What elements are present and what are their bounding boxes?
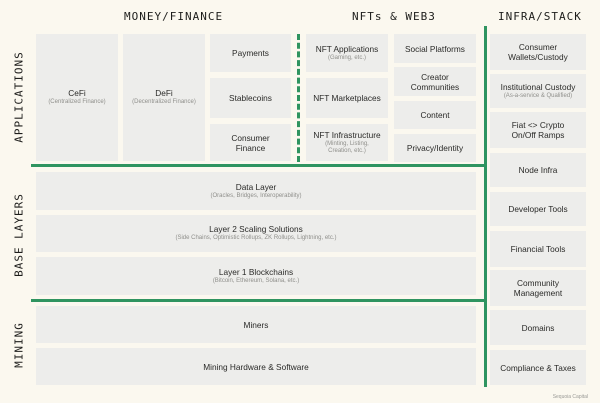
credit-text: Sequoia Capital xyxy=(552,394,588,400)
column-header-infra-stack: INFRA/STACK xyxy=(498,10,582,23)
defi-subtitle: (Decentralized Finance) xyxy=(132,99,196,106)
defi-box: DeFi (Decentralized Finance) xyxy=(123,34,205,161)
nft-marketplaces-box: NFT Marketplaces xyxy=(306,78,388,118)
developer-tools-label: Developer Tools xyxy=(508,204,568,214)
compliance-taxes-label: Compliance & Taxes xyxy=(500,362,576,373)
fiat-ramps-box: Fiat <> Crypto On/Off Ramps xyxy=(490,112,586,148)
content-box: Content xyxy=(394,101,476,129)
layer1-box: Layer 1 Blockchains (Bitcoin, Ethereum, … xyxy=(36,257,476,295)
miners-box: Miners xyxy=(36,306,476,343)
column-header-money-finance: MONEY/FINANCE xyxy=(124,10,224,23)
community-management-label: Community Management xyxy=(513,278,563,298)
stablecoins-box: Stablecoins xyxy=(210,78,291,118)
content-label: Content xyxy=(420,110,450,120)
developer-tools-box: Developer Tools xyxy=(490,192,586,226)
base-layers-divider xyxy=(31,299,485,302)
cefi-title: CeFi xyxy=(68,88,86,99)
nft-infrastructure-subtitle: (Minting, Listing, Creation, etc.) xyxy=(325,140,369,155)
miners-label: Miners xyxy=(243,319,269,330)
row-header-applications: APPLICATIONS xyxy=(12,51,26,143)
consumer-finance-box: Consumer Finance xyxy=(210,124,291,161)
node-infra-box: Node Infra xyxy=(490,153,586,187)
cefi-subtitle: (Centralized Finance) xyxy=(48,99,106,106)
payments-box: Payments xyxy=(210,34,291,72)
mining-hardware-label: Mining Hardware & Software xyxy=(203,361,309,372)
layer2-title: Layer 2 Scaling Solutions xyxy=(209,224,303,235)
social-platforms-label: Social Platforms xyxy=(405,43,465,54)
community-management-box: Community Management xyxy=(490,270,586,306)
nft-infrastructure-box: NFT Infrastructure (Minting, Listing, Cr… xyxy=(306,124,388,161)
privacy-identity-box: Privacy/Identity xyxy=(394,134,476,162)
layer2-box: Layer 2 Scaling Solutions (Side Chains, … xyxy=(36,215,476,252)
row-header-base-layers: BASE LAYERS xyxy=(12,193,26,277)
column-header-nfts-web3: NFTs & WEB3 xyxy=(352,10,436,23)
data-layer-subtitle: (Oracles, Bridges, Interoperability) xyxy=(210,192,302,199)
domains-box: Domains xyxy=(490,310,586,345)
infra-divider xyxy=(484,26,487,387)
payments-label: Payments xyxy=(232,48,269,58)
node-infra-label: Node Infra xyxy=(518,165,558,175)
layer1-title: Layer 1 Blockchains xyxy=(218,266,294,277)
institutional-custody-title: Institutional Custody xyxy=(500,81,576,92)
financial-tools-box: Financial Tools xyxy=(490,231,586,267)
stablecoins-label: Stablecoins xyxy=(229,93,272,103)
applications-divider xyxy=(31,164,485,167)
consumer-wallets-label: Consumer Wallets/Custody xyxy=(508,42,568,62)
creator-communities-box: Creator Communities xyxy=(394,67,476,96)
row-header-mining: MINING xyxy=(12,322,26,368)
social-platforms-box: Social Platforms xyxy=(394,34,476,63)
money-nft-separator xyxy=(297,34,300,162)
consumer-wallets-box: Consumer Wallets/Custody xyxy=(490,34,586,70)
financial-tools-label: Financial Tools xyxy=(510,244,566,254)
layer1-subtitle: (Bitcoin, Ethereum, Solana, etc.) xyxy=(212,277,300,284)
creator-communities-label: Creator Communities xyxy=(410,71,460,92)
cefi-box: CeFi (Centralized Finance) xyxy=(36,34,118,161)
mining-hardware-box: Mining Hardware & Software xyxy=(36,348,476,385)
consumer-finance-label: Consumer Finance xyxy=(231,132,270,153)
nft-infrastructure-title: NFT Infrastructure xyxy=(313,129,381,140)
nft-applications-box: NFT Applications (Gaming, etc.) xyxy=(306,34,388,72)
fiat-ramps-label: Fiat <> Crypto On/Off Ramps xyxy=(511,120,565,140)
nft-marketplaces-label: NFT Marketplaces xyxy=(313,93,381,103)
data-layer-title: Data Layer xyxy=(235,181,277,192)
institutional-custody-box: Institutional Custody (As-a-service & Qu… xyxy=(490,74,586,108)
defi-title: DeFi xyxy=(155,88,173,99)
layer2-subtitle: (Side Chains, Optimistic Rollups, ZK Rol… xyxy=(175,235,337,242)
institutional-custody-subtitle: (As-a-service & Qualified) xyxy=(503,92,573,99)
privacy-identity-label: Privacy/Identity xyxy=(406,143,464,153)
nft-applications-subtitle: (Gaming, etc.) xyxy=(327,54,366,61)
nft-applications-title: NFT Applications xyxy=(315,43,379,54)
data-layer-box: Data Layer (Oracles, Bridges, Interopera… xyxy=(36,172,476,210)
domains-label: Domains xyxy=(521,322,555,333)
compliance-taxes-box: Compliance & Taxes xyxy=(490,350,586,385)
